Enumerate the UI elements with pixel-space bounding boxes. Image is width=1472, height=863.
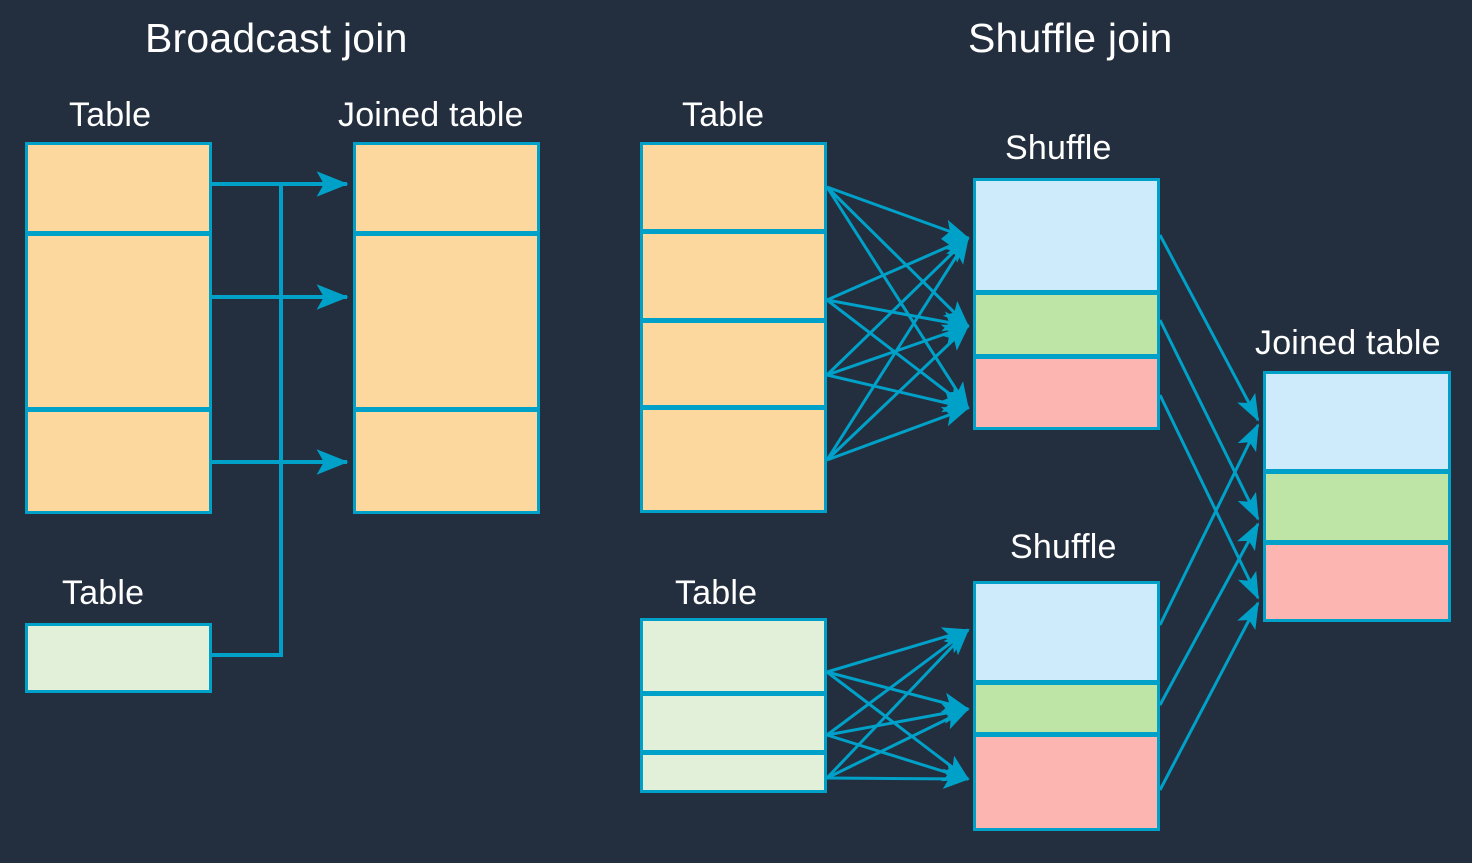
joined-partition-pink[interactable] (1263, 542, 1451, 622)
table-row[interactable] (353, 142, 540, 234)
shuffle-partition-blue[interactable] (973, 178, 1160, 293)
broadcast-source-table (25, 142, 212, 514)
shuffle-joined-table (1263, 371, 1451, 623)
table-row[interactable] (353, 233, 540, 410)
broadcast-small-table-caption: Table (62, 574, 145, 612)
table-row[interactable] (640, 693, 827, 753)
shuffle-bottom-table-caption: Table (675, 574, 758, 612)
table-row[interactable] (640, 142, 827, 232)
shuffle-top-table (640, 142, 827, 514)
shuffle-top-table-caption: Table (682, 96, 765, 134)
table-row[interactable] (353, 409, 540, 514)
top-shuffle-caption: Shuffle (1005, 129, 1112, 167)
joined-partition-blue[interactable] (1263, 371, 1451, 472)
bottom-shuffle-caption: Shuffle (1010, 528, 1117, 566)
table-row[interactable] (640, 320, 827, 408)
shuffle-partition-blue[interactable] (973, 581, 1160, 683)
bottom-table-to-shuffle-connectors (825, 627, 970, 790)
top-shuffle-box (973, 178, 1160, 430)
broadcast-connectors (212, 171, 349, 657)
table-row[interactable] (640, 752, 827, 793)
shuffle-joined-table-caption: Joined table (1255, 324, 1441, 362)
shuffle-bottom-table (640, 618, 827, 793)
broadcast-small-table (25, 623, 212, 693)
table-row[interactable] (25, 142, 212, 234)
table-row[interactable] (25, 233, 212, 410)
table-row[interactable] (25, 409, 212, 514)
shuffle-join-title: Shuffle join (968, 15, 1173, 61)
shuffle-partition-green[interactable] (973, 682, 1160, 735)
top-table-to-shuffle-connectors (825, 185, 970, 462)
broadcast-join-title: Broadcast join (145, 15, 408, 61)
broadcast-source-table-caption: Table (69, 96, 152, 134)
joined-partition-green[interactable] (1263, 471, 1451, 543)
shuffle-partition-pink[interactable] (973, 356, 1160, 430)
bottom-shuffle-box (973, 581, 1160, 831)
broadcast-joined-table-caption: Joined table (338, 96, 524, 134)
shuffle-to-joined-connectors (1158, 234, 1260, 791)
table-row[interactable] (640, 618, 827, 694)
broadcast-joined-table (353, 142, 540, 514)
table-row[interactable] (640, 407, 827, 513)
shuffle-partition-green[interactable] (973, 292, 1160, 357)
table-row[interactable] (640, 231, 827, 321)
table-row[interactable] (25, 623, 212, 693)
shuffle-partition-pink[interactable] (973, 734, 1160, 831)
